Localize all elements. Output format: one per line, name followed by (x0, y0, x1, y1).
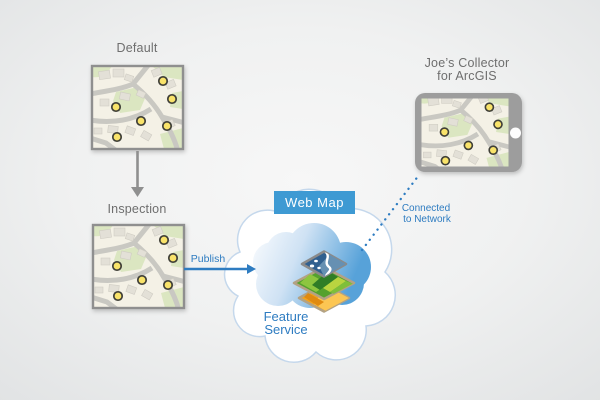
default-label: Default (116, 41, 157, 55)
web-map-label: Web Map (285, 195, 344, 210)
inspection-label: Inspection (108, 202, 167, 216)
layer-stack-icon (292, 250, 356, 313)
tablet-icon (415, 93, 522, 172)
feature-service-label-line1: Feature (264, 309, 309, 324)
arrow-down-icon (131, 151, 144, 197)
web-map-box: Web Map (274, 191, 355, 214)
home-button-icon (510, 127, 521, 139)
connected-label-line1: Connected (402, 203, 450, 214)
device-label-line1: Joe’s Collector (425, 56, 510, 70)
layer-map (300, 250, 348, 278)
device-label-line2: for ArcGIS (437, 69, 497, 83)
feature-service-label-line2: Service (264, 322, 307, 337)
connected-label-line2: to Network (403, 214, 452, 225)
default-map-thumbnail (90, 64, 185, 151)
layer-green (292, 265, 356, 301)
inspection-map-thumbnail (91, 223, 186, 310)
publish-arrow (184, 264, 256, 274)
publish-label: Publish (191, 253, 226, 265)
